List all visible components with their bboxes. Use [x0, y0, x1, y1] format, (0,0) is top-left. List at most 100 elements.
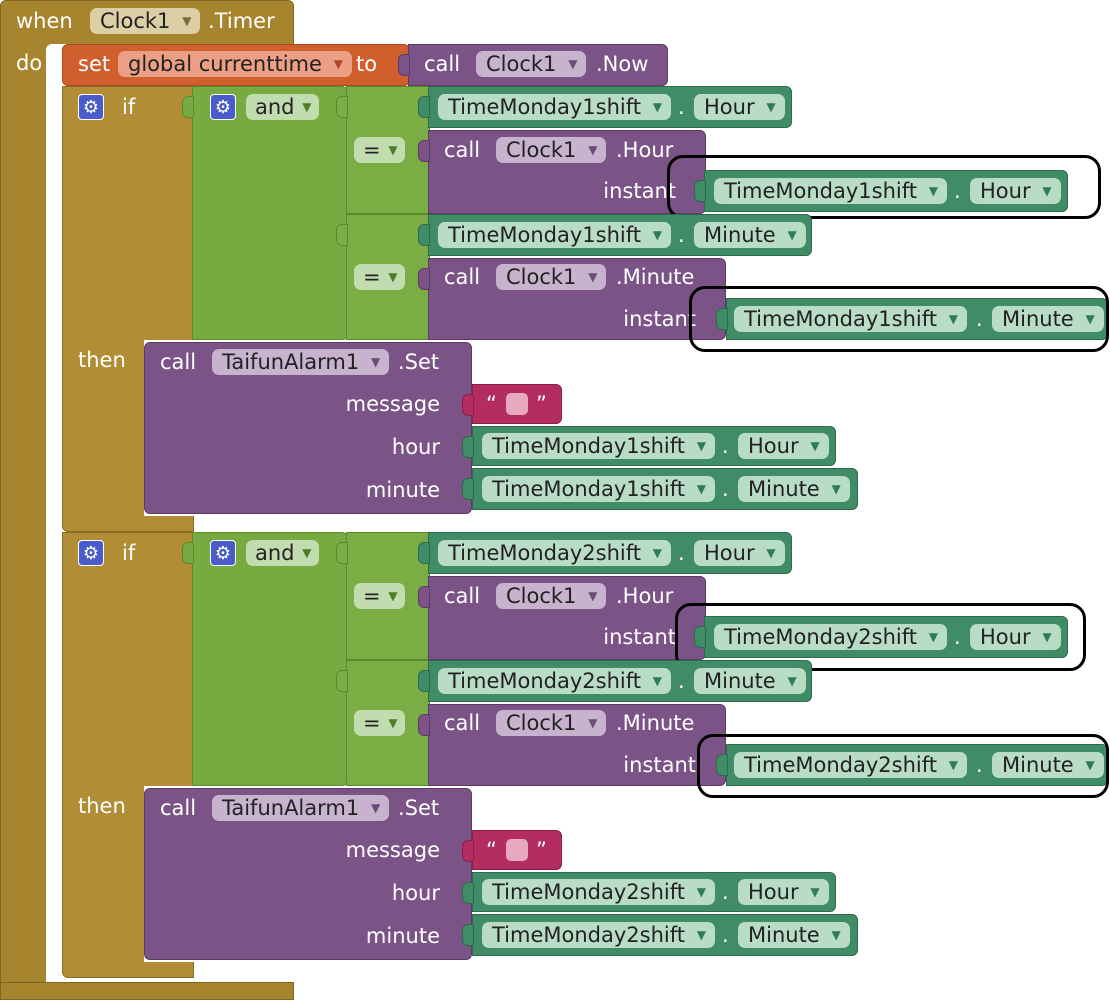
- empty-string-field[interactable]: [506, 393, 528, 415]
- gear-icon[interactable]: ⚙: [78, 540, 104, 566]
- alarm-component-dropdown[interactable]: TaifunAlarm1 ▼: [212, 795, 390, 821]
- shift-object-label: TimeMonday2shift: [492, 880, 685, 904]
- output-connector: [716, 754, 728, 776]
- clock-now-component-dropdown[interactable]: Clock1 ▼: [476, 51, 587, 77]
- chevron-down-icon: ▼: [1085, 312, 1095, 326]
- shift-object-dropdown[interactable]: TimeMonday1shift ▼: [438, 222, 671, 248]
- equals-operator-dropdown[interactable]: = ▼: [354, 583, 405, 609]
- property-dropdown[interactable]: Minute ▼: [694, 222, 806, 248]
- output-connector: [182, 542, 194, 564]
- alarm-component-dropdown[interactable]: TaifunAlarm1 ▼: [212, 349, 390, 375]
- chevron-down-icon: ▼: [948, 758, 958, 772]
- minute-param-label: minute: [365, 924, 440, 948]
- empty-string-field[interactable]: [506, 839, 528, 861]
- variable-name-dropdown[interactable]: global currenttime ▼: [118, 51, 352, 77]
- chevron-down-icon: ▼: [652, 674, 662, 688]
- clock-component-label: Clock1: [100, 9, 171, 33]
- and-operator-label: and: [255, 541, 295, 565]
- property-dropdown[interactable]: Hour ▼: [694, 94, 785, 120]
- property-dropdown[interactable]: Minute ▼: [992, 752, 1104, 778]
- dot-separator: .: [678, 223, 685, 247]
- gear-icon[interactable]: ⚙: [210, 94, 236, 120]
- dot-separator: .: [976, 307, 983, 331]
- output-connector: [462, 436, 474, 458]
- call-keyword: call: [424, 52, 461, 76]
- if-keyword: if: [122, 541, 136, 565]
- clock-component-label: Clock1: [506, 138, 577, 162]
- shift-object-dropdown[interactable]: TimeMonday2shift ▼: [482, 922, 715, 948]
- property-dropdown[interactable]: Hour ▼: [738, 433, 829, 459]
- property-label: Minute: [1002, 307, 1074, 331]
- chevron-down-icon: ▼: [831, 482, 841, 496]
- if-keyword: if: [122, 95, 136, 119]
- property-dropdown[interactable]: Minute ▼: [738, 922, 850, 948]
- shift-object-dropdown[interactable]: TimeMonday2shift ▼: [482, 879, 715, 905]
- clock-component-dropdown[interactable]: Clock1 ▼: [496, 583, 607, 609]
- shift-object-dropdown[interactable]: TimeMonday1shift ▼: [438, 94, 671, 120]
- chevron-down-icon: ▼: [388, 716, 398, 730]
- equals-operator-label: =: [363, 265, 381, 289]
- output-connector: [694, 626, 706, 648]
- and-operator-dropdown[interactable]: and ▼: [246, 94, 319, 120]
- property-dropdown[interactable]: Hour ▼: [694, 540, 785, 566]
- dot-separator: .: [954, 179, 961, 203]
- clock-component-dropdown[interactable]: Clock1 ▼: [496, 137, 607, 163]
- property-dropdown[interactable]: Hour ▼: [738, 879, 829, 905]
- then-keyword: then: [78, 348, 126, 372]
- output-connector: [418, 268, 430, 290]
- property-label: Minute: [748, 923, 820, 947]
- shift-object-label: TimeMonday1shift: [448, 95, 641, 119]
- output-connector: [418, 714, 430, 736]
- output-connector: [336, 542, 348, 564]
- equals-operator-dropdown[interactable]: = ▼: [354, 710, 405, 736]
- shift-object-label: TimeMonday2shift: [492, 923, 685, 947]
- property-dropdown[interactable]: Minute ▼: [694, 668, 806, 694]
- shift-object-dropdown[interactable]: TimeMonday1shift ▼: [482, 433, 715, 459]
- shift-object-dropdown[interactable]: TimeMonday1shift ▼: [714, 178, 947, 204]
- minute-method-label: .Minute: [616, 711, 695, 735]
- clock-component-dropdown[interactable]: Clock1 ▼: [496, 710, 607, 736]
- clock-component-dropdown[interactable]: Clock1 ▼: [90, 8, 201, 34]
- property-label: Hour: [980, 179, 1031, 203]
- call-keyword: call: [160, 796, 197, 820]
- property-dropdown[interactable]: Minute ▼: [738, 476, 850, 502]
- property-label: Hour: [748, 434, 799, 458]
- hour-method-label: .Hour: [616, 138, 674, 162]
- call-keyword: call: [444, 138, 481, 162]
- property-dropdown[interactable]: Minute ▼: [992, 306, 1104, 332]
- clock-now-component-label: Clock1: [486, 52, 557, 76]
- shift-object-dropdown[interactable]: TimeMonday1shift ▼: [734, 306, 967, 332]
- and-block-2[interactable]: [192, 532, 348, 786]
- output-connector: [716, 308, 728, 330]
- shift-object-dropdown[interactable]: TimeMonday2shift ▼: [714, 624, 947, 650]
- equals-operator-dropdown[interactable]: = ▼: [354, 264, 405, 290]
- shift-object-dropdown[interactable]: TimeMonday2shift ▼: [438, 540, 671, 566]
- dot-separator: .: [722, 434, 729, 458]
- chevron-down-icon: ▼: [696, 928, 706, 942]
- set-method-label: .Set: [398, 796, 440, 820]
- clock-component-dropdown[interactable]: Clock1 ▼: [496, 264, 607, 290]
- equals-operator-dropdown[interactable]: = ▼: [354, 137, 405, 163]
- to-keyword: to: [356, 52, 378, 76]
- highlight-outline: [667, 155, 1101, 219]
- and-block-1[interactable]: [192, 86, 348, 340]
- chevron-down-icon: ▼: [652, 546, 662, 560]
- property-label: Hour: [704, 95, 755, 119]
- dot-separator: .: [976, 753, 983, 777]
- property-dropdown[interactable]: Hour ▼: [970, 624, 1061, 650]
- output-connector: [462, 394, 474, 416]
- chevron-down-icon: ▼: [333, 57, 343, 71]
- output-connector: [418, 140, 430, 162]
- output-connector: [694, 180, 706, 202]
- quote-open: “: [486, 392, 497, 416]
- output-connector: [418, 96, 430, 118]
- property-label: Minute: [704, 223, 776, 247]
- shift-object-dropdown[interactable]: TimeMonday2shift ▼: [438, 668, 671, 694]
- shift-object-dropdown[interactable]: TimeMonday1shift ▼: [482, 476, 715, 502]
- property-dropdown[interactable]: Hour ▼: [970, 178, 1061, 204]
- and-operator-dropdown[interactable]: and ▼: [246, 540, 319, 566]
- shift-object-dropdown[interactable]: TimeMonday2shift ▼: [734, 752, 967, 778]
- clock-minute-call-block[interactable]: [428, 704, 726, 786]
- gear-icon[interactable]: ⚙: [78, 94, 104, 120]
- gear-icon[interactable]: ⚙: [210, 540, 236, 566]
